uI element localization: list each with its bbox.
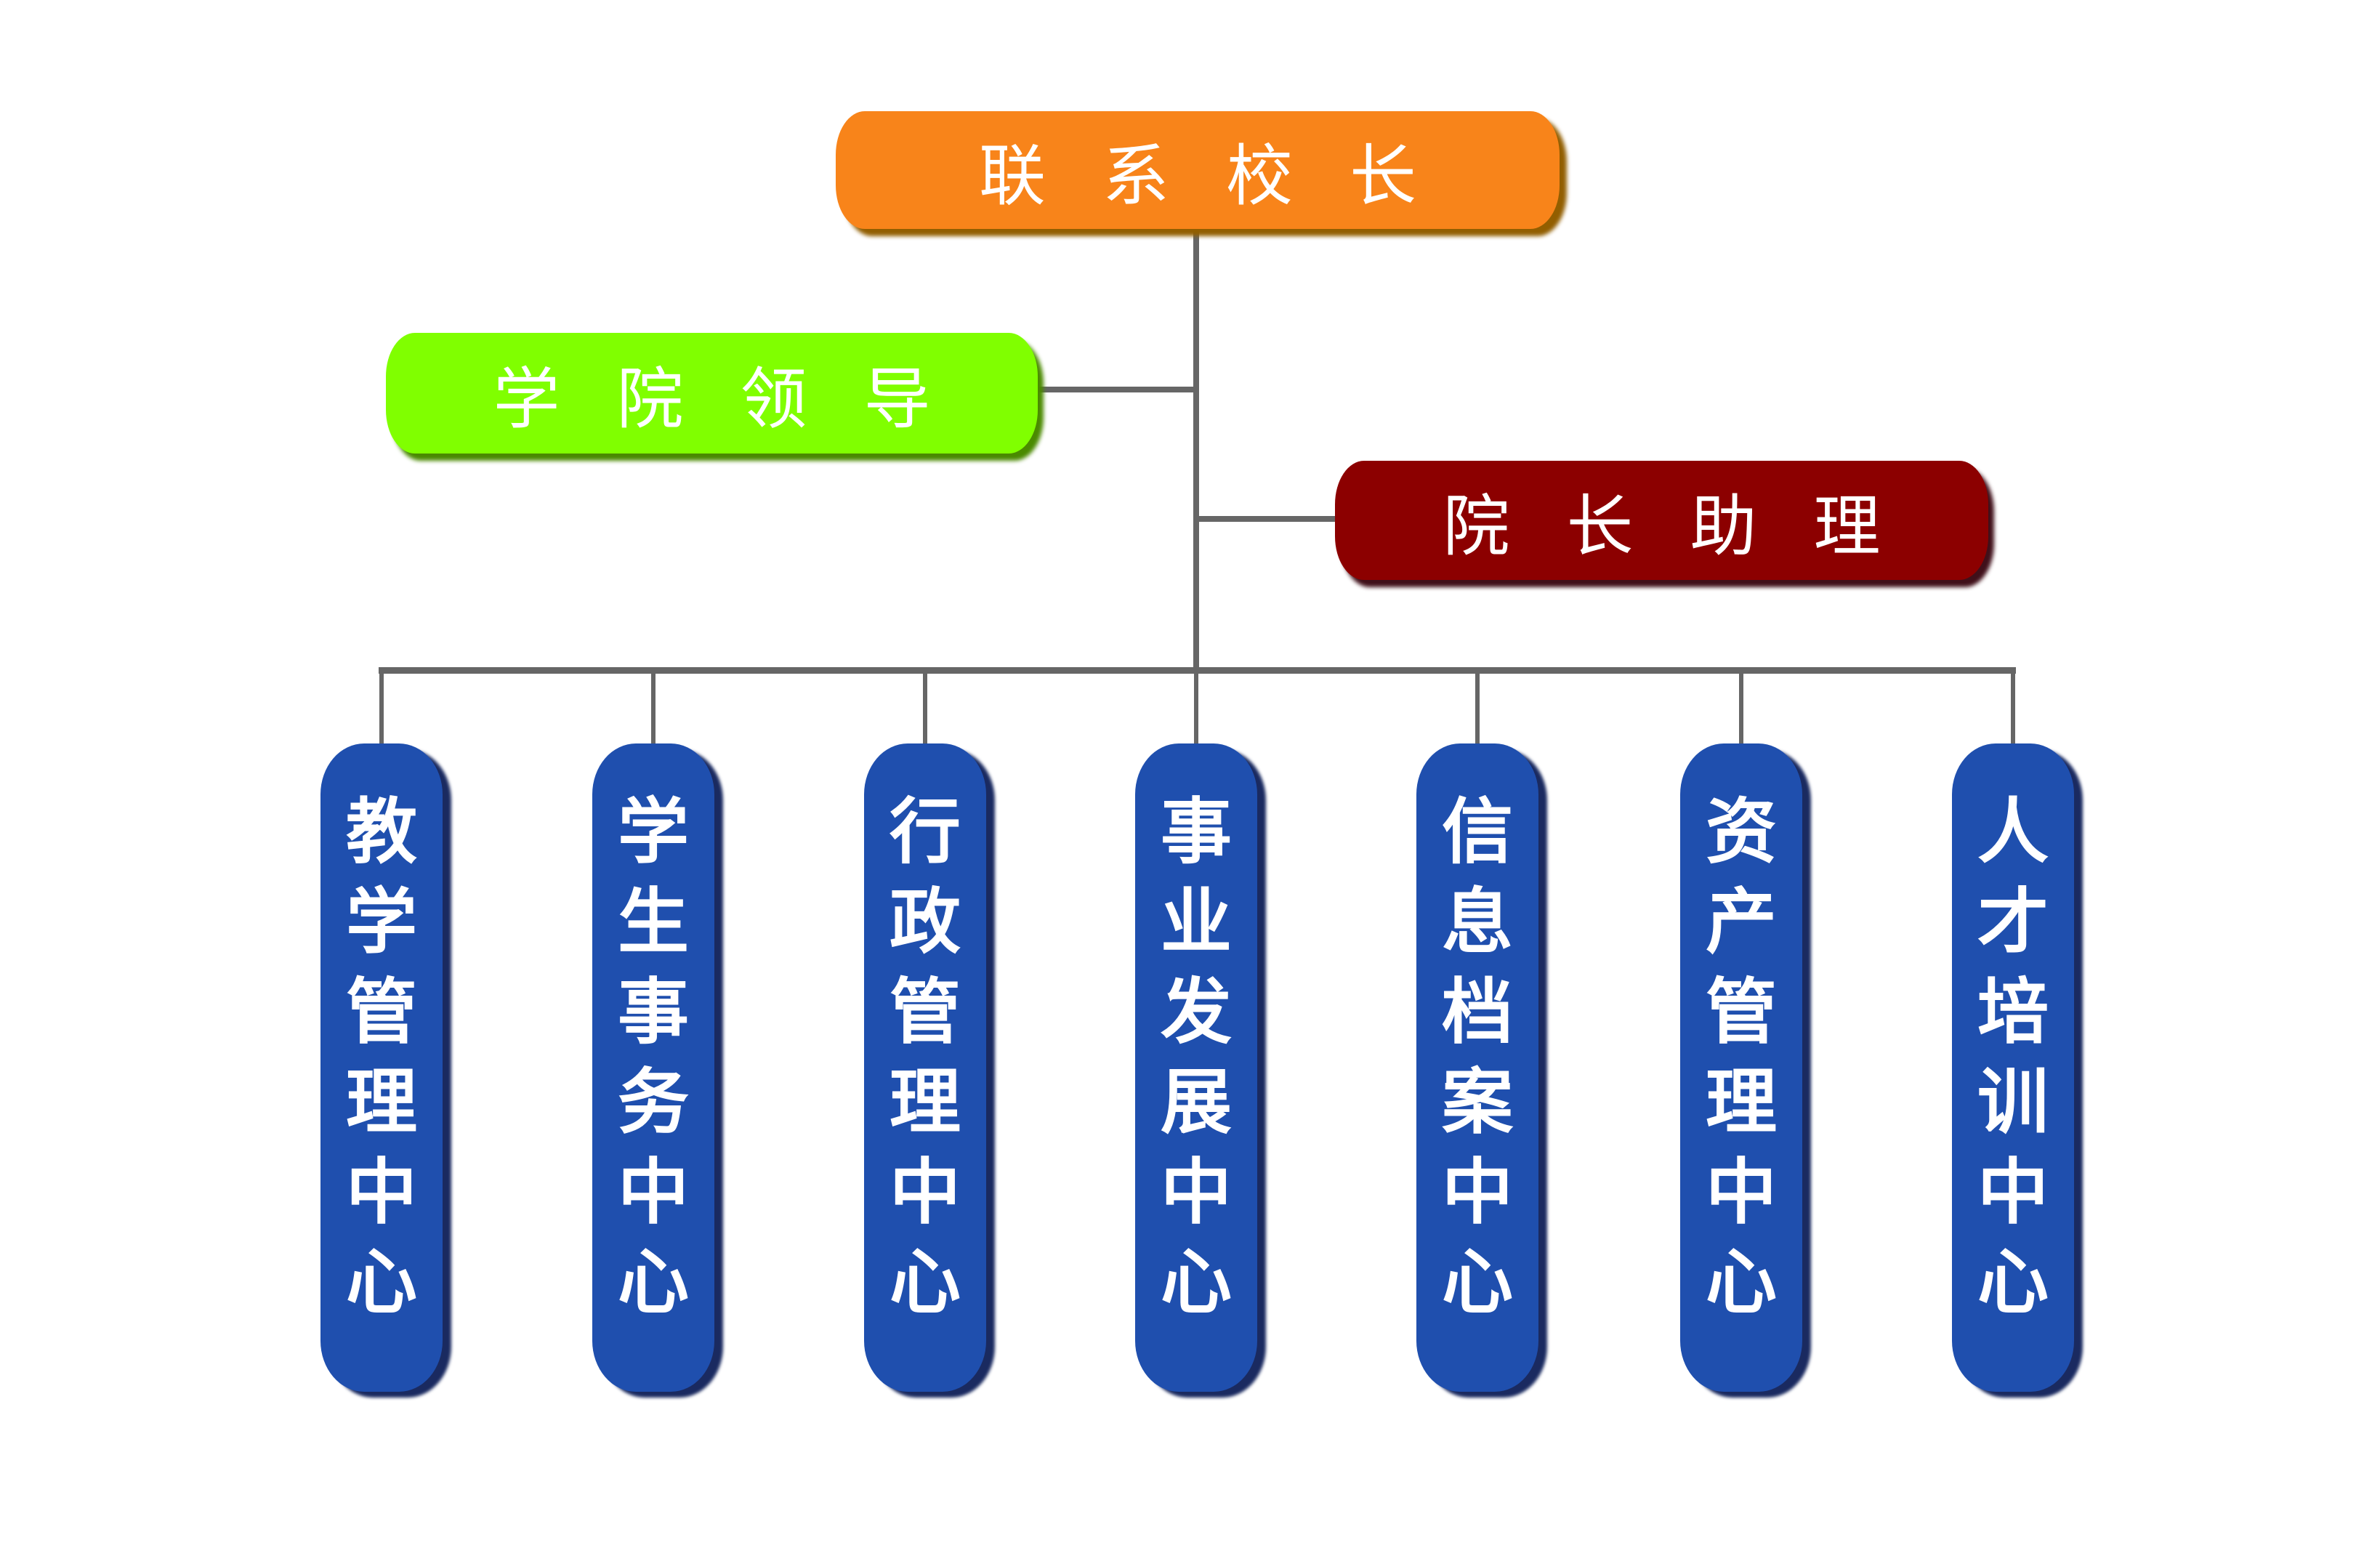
drop-line — [379, 670, 384, 746]
node-center-4[interactable]: 事业发展中心 — [1135, 743, 1257, 1392]
drop-line — [1194, 670, 1198, 746]
node-center-5[interactable]: 信息档案中心 — [1416, 743, 1538, 1392]
node-label: 联系校长 — [978, 137, 1473, 215]
branch-line-left — [1038, 387, 1196, 392]
node-college-leadership[interactable]: 学院领导 — [386, 333, 1038, 454]
node-center-7[interactable]: 人才培训中心 — [1952, 743, 2074, 1392]
node-label: 信息档案中心 — [1441, 791, 1513, 1324]
node-center-2[interactable]: 学生事务中心 — [592, 743, 714, 1392]
drop-line — [1739, 670, 1743, 746]
trunk-line — [1193, 229, 1199, 673]
node-label: 教学管理中心 — [345, 791, 417, 1324]
node-label: 学生事务中心 — [617, 791, 689, 1324]
node-label: 行政管理中心 — [889, 791, 961, 1324]
node-label: 事业发展中心 — [1160, 791, 1232, 1324]
node-center-6[interactable]: 资产管理中心 — [1680, 743, 1802, 1392]
drop-line — [651, 670, 655, 746]
node-dean-assistant[interactable]: 院长助理 — [1335, 461, 1988, 580]
branch-line-right — [1196, 516, 1335, 522]
node-center-3[interactable]: 行政管理中心 — [864, 743, 986, 1392]
drop-line — [1475, 670, 1480, 746]
drop-line — [923, 670, 927, 746]
node-label: 院长助理 — [1443, 487, 1937, 565]
node-center-1[interactable]: 教学管理中心 — [320, 743, 443, 1392]
node-label: 学院领导 — [493, 360, 988, 438]
drop-line — [2011, 670, 2015, 746]
node-contact-principal[interactable]: 联系校长 — [836, 111, 1560, 229]
node-label: 人才培训中心 — [1977, 791, 2049, 1324]
node-label: 资产管理中心 — [1705, 791, 1777, 1324]
